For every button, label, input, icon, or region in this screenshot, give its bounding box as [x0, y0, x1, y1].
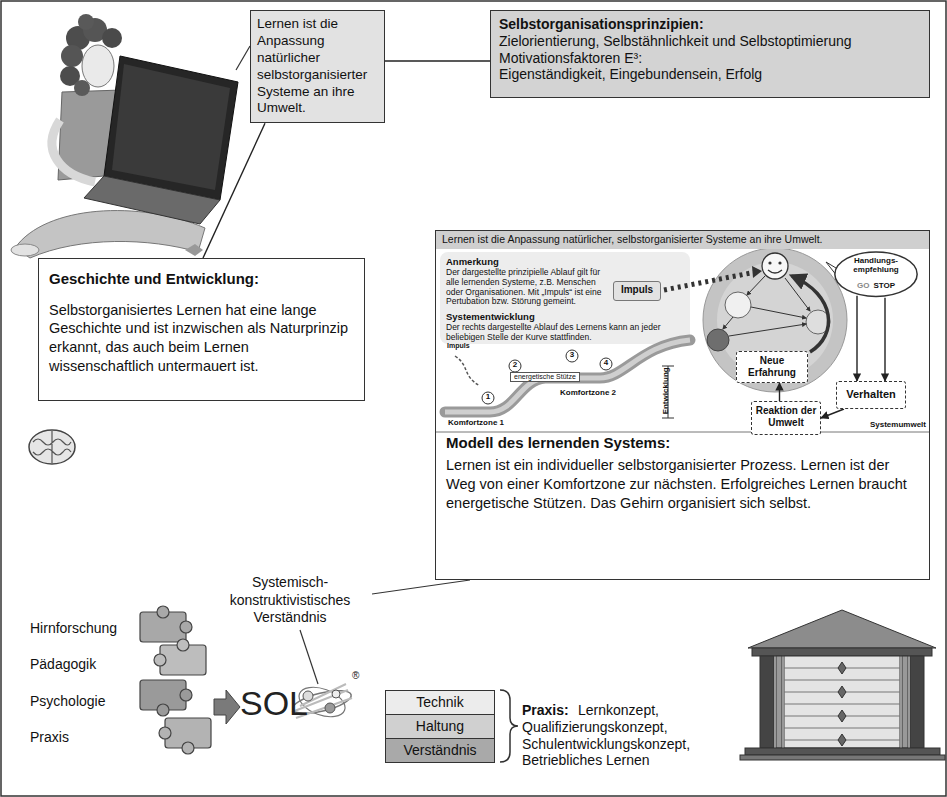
arrow-connector — [856, 296, 857, 381]
arrow-symbol — [214, 690, 240, 724]
node-text: Neue Erfahrung — [740, 355, 804, 379]
arrow-connector — [884, 298, 885, 381]
layer-box: Verständnis — [385, 738, 495, 763]
history-box: Geschichte und Entwicklung: Selbstorganis… — [38, 258, 365, 401]
callout-number: 4 — [600, 358, 612, 368]
field-label: Pädagogik — [30, 656, 135, 673]
callout-number: 2 — [509, 360, 521, 370]
practice-list: Lernkonzept, Qualifizierungskonzept, Sch… — [522, 702, 738, 769]
layer-box: Technik — [385, 690, 495, 715]
trademark: ® — [352, 670, 366, 682]
node-text: Eigenständigkeit, Eingebundensein, Erfol… — [499, 66, 921, 83]
node-text: Modell des lernenden Systems: — [436, 433, 929, 453]
logo-text: SOL — [240, 683, 310, 724]
field-label: Hirnforschung — [30, 620, 135, 637]
node-text: Reaktion der Umwelt — [755, 405, 817, 429]
model-art — [435, 248, 930, 432]
leader-line — [236, 46, 250, 70]
environment-label: Systemumwelt — [866, 420, 926, 430]
leader-line — [300, 630, 318, 684]
zone-label: Komfortzone 1 — [448, 418, 528, 428]
layer-box: Haltung — [385, 714, 495, 739]
node-text: Verhalten — [840, 388, 902, 401]
child-illustration — [11, 14, 238, 258]
note-heading: Systementwicklung — [446, 311, 616, 322]
arrow-connector — [821, 409, 844, 418]
node-text: Lernen ist ein individueller selbstorgan… — [436, 452, 929, 521]
node-heading: Handlungs-empfehlung — [842, 256, 910, 274]
node-text: Haltung — [390, 718, 490, 735]
note-heading: Anmerkung — [446, 256, 616, 267]
behaviour-box: Verhalten — [836, 381, 906, 409]
principles-box: Selbstorganisationsprinzipien:Zielorient… — [490, 10, 930, 98]
connector-line — [385, 60, 490, 61]
node-text: Selbstorganisiertes Lernen hat eine lang… — [49, 301, 354, 376]
curve-label: Impuls — [447, 342, 487, 350]
concept-label: Systemisch-konstruktivistisches Verständ… — [215, 574, 365, 627]
statement-box: Lernen ist die Anpassung natürlicher sel… — [250, 10, 385, 123]
node-text: GO — [857, 281, 869, 290]
node-heading: Selbstorganisationsprinzipien: — [499, 16, 921, 33]
leader-line — [372, 580, 470, 594]
recommendation-bubble: Handlungs-empfehlungGO STOP — [834, 251, 918, 297]
zone-label: Komfortzone 2 — [560, 388, 640, 398]
note-text: Der dargestellte prinzipielle Ablauf gil… — [446, 268, 614, 307]
field-label: Psychologie — [30, 693, 135, 710]
node-heading: Geschichte und Entwicklung: — [49, 269, 354, 289]
arrow-connector — [779, 383, 780, 401]
node-heading: Lernen ist die Anpassung natürlicher, se… — [436, 231, 929, 249]
building-illustration — [740, 610, 945, 760]
impulse-box: Impuls — [613, 281, 661, 301]
axis-label: Entwicklung — [661, 361, 671, 421]
note-text: Der rechts dargestellte Ablauf des Lerne… — [446, 323, 684, 343]
node-text: Impuls — [616, 284, 658, 296]
node-text: Verständnis — [390, 742, 490, 759]
reaction-box: Reaktion der Umwelt — [751, 401, 821, 435]
callout-number: 1 — [482, 392, 494, 402]
node-text: Motivationsfaktoren E³: — [499, 50, 921, 67]
brace — [500, 690, 518, 762]
puzzle-pieces — [140, 606, 211, 754]
node-text: Technik — [390, 694, 490, 711]
experience-box: Neue Erfahrung — [736, 351, 808, 383]
callout-number: 3 — [566, 350, 578, 360]
brain-icon — [29, 430, 75, 464]
node-text: STOP — [873, 281, 895, 290]
support-label: energetische Stütze — [510, 372, 580, 382]
node-text: Lernen ist die Anpassung natürlicher sel… — [257, 16, 378, 117]
node-text: Zielorientierung, Selbstähnlichkeit und … — [499, 33, 921, 50]
connector-line — [203, 123, 265, 258]
practice-heading: Praxis: — [522, 702, 582, 719]
field-label: Praxis — [30, 729, 135, 746]
